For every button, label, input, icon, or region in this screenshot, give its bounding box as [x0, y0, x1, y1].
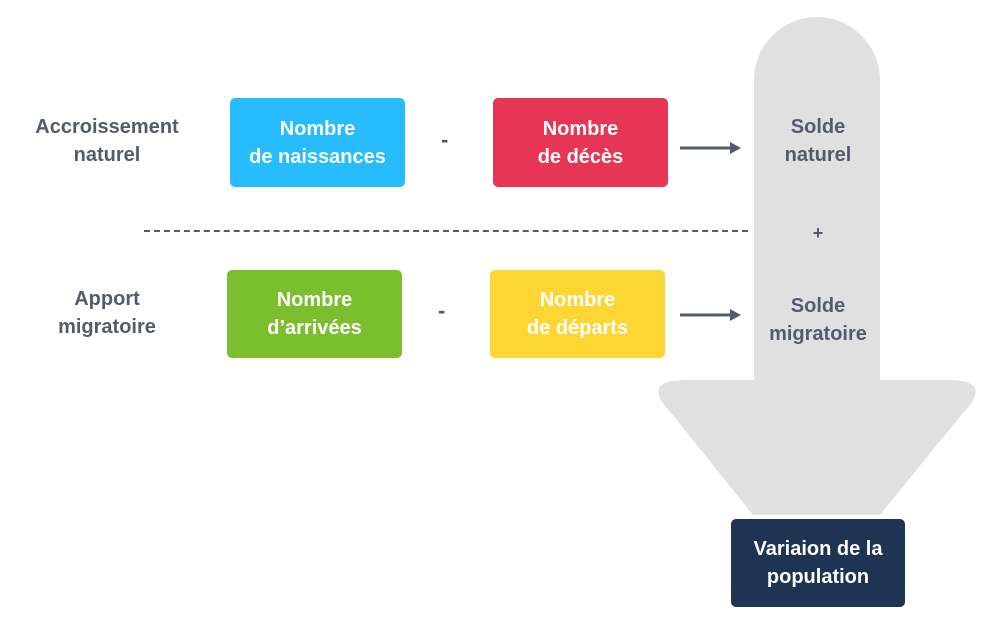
arrivals-box-line1: Nombre: [276, 289, 353, 311]
arrow-right-icon-migratory: [680, 309, 741, 321]
births-box: Nombre de naissances: [230, 98, 405, 187]
solde-migratoire-line1: Solde: [790, 295, 846, 317]
arrivals-box: Nombre d’arrivées: [227, 270, 402, 358]
solde-migratoire-line2: migratoire: [769, 323, 867, 345]
row-label-migratory: Apport migratoire: [10, 285, 204, 341]
arrivals-box-line2: d’arrivées: [267, 317, 362, 339]
deaths-box-line1: Nombre: [542, 117, 619, 140]
solde-migratoire: Solde migratoire: [738, 292, 898, 348]
minus-operator-natural: -: [441, 127, 449, 152]
departures-box-line1: Nombre: [539, 289, 616, 311]
deaths-box: Nombre de décès: [493, 98, 668, 187]
deaths-box-line2: de décès: [537, 145, 624, 168]
row-label-migratory-line1: Apport: [74, 288, 140, 310]
population-variation-line1: Variaion de la: [753, 538, 883, 560]
row-label-natural-line1: Accroissement: [35, 116, 179, 138]
minus-operator-migratory: -: [438, 298, 446, 323]
row-label-natural: Accroissement naturel: [10, 113, 204, 169]
solde-naturel: Solde naturel: [738, 113, 898, 169]
arrow-right-icon-natural: [680, 142, 741, 154]
population-variation-box: Variaion de la population: [731, 519, 905, 607]
plus-operator: +: [812, 223, 824, 243]
births-box-line1: Nombre: [279, 117, 356, 140]
row-label-migratory-line2: migratoire: [58, 316, 156, 338]
dashed-separator: [144, 230, 748, 232]
departures-box: Nombre de départs: [490, 270, 665, 358]
row-label-natural-line2: naturel: [73, 144, 141, 166]
population-variation-line2: population: [766, 566, 870, 588]
departures-box-line2: de départs: [526, 317, 629, 339]
solde-naturel-line1: Solde: [790, 116, 846, 138]
solde-naturel-line2: naturel: [784, 144, 852, 166]
big-down-arrow-shape: [658, 17, 976, 515]
births-box-line2: de naissances: [249, 145, 386, 168]
